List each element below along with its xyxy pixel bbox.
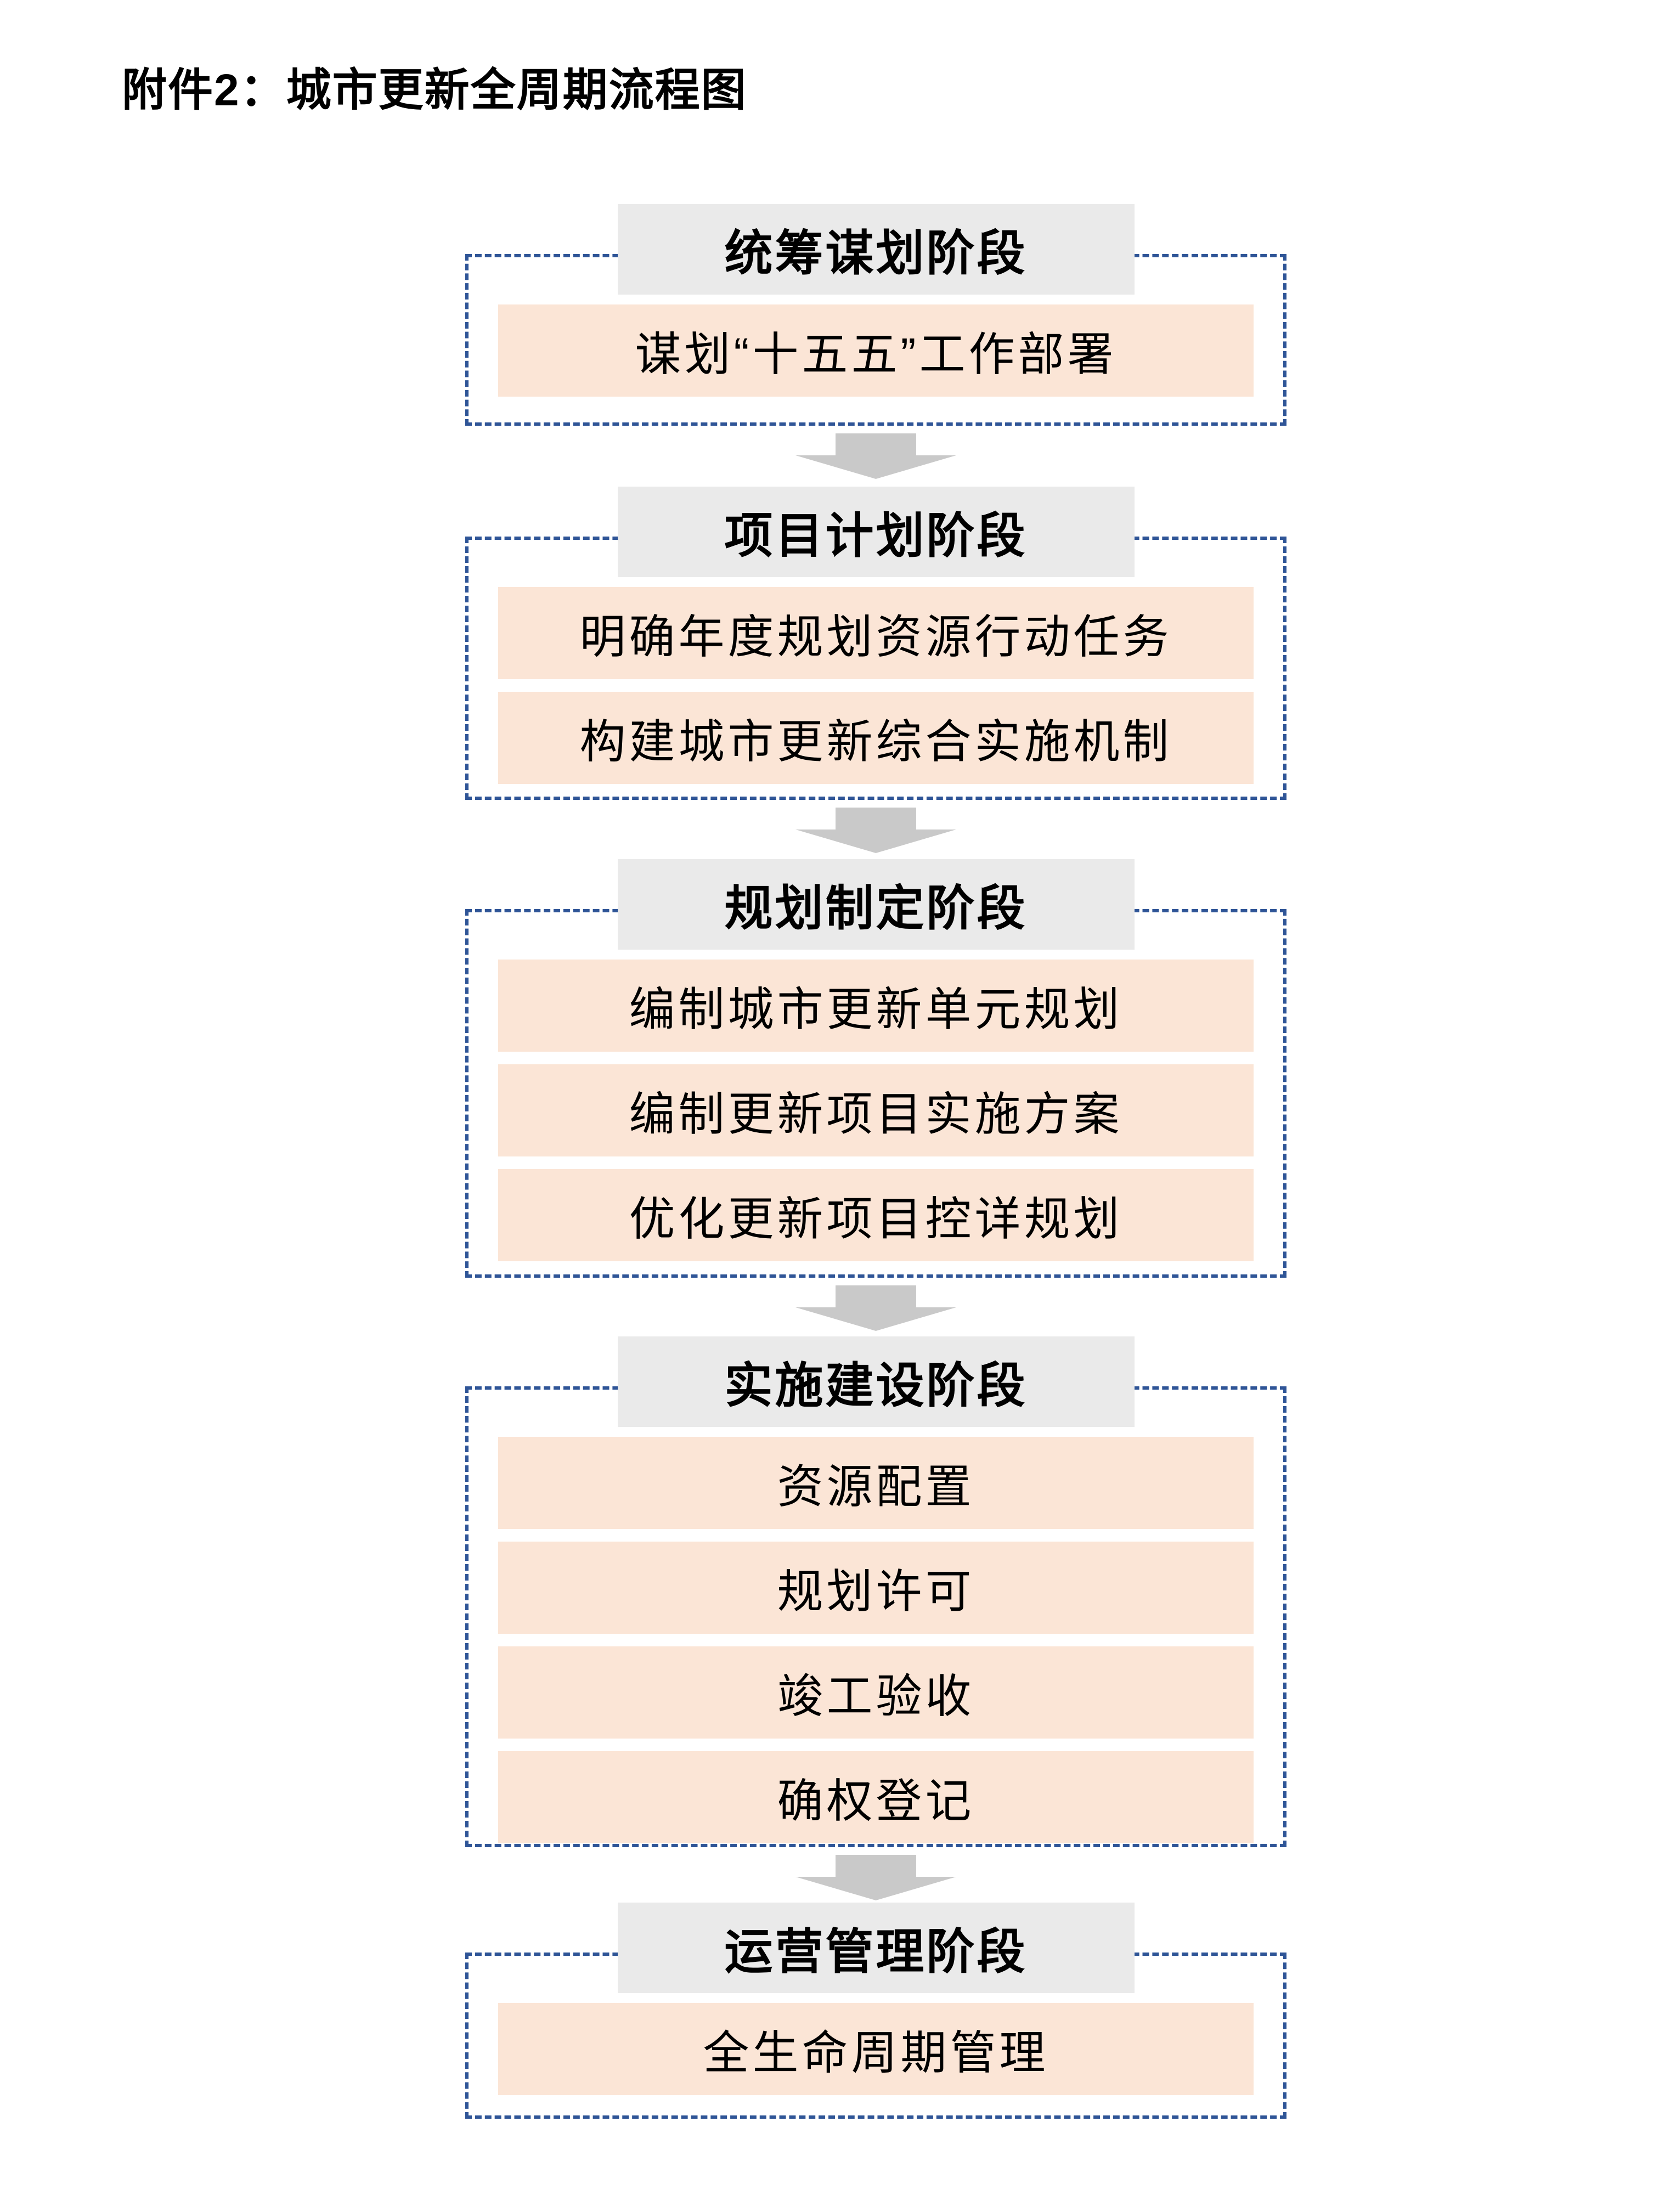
flow-step: 全生命周期管理 <box>498 2003 1254 2096</box>
stage-plan-formulation-header: 规划制定阶段 <box>617 859 1135 950</box>
flow-step: 构建城市更新综合实施机制 <box>498 692 1254 785</box>
flow-step: 编制更新项目实施方案 <box>498 1064 1254 1157</box>
flow-step: 资源配置 <box>498 1437 1254 1530</box>
stage-overall-planning: 统筹谋划阶段 谋划“十五五”工作部署 <box>465 204 1286 426</box>
flow-step: 优化更新项目控详规划 <box>498 1169 1254 1262</box>
stage-overall-planning-header: 统筹谋划阶段 <box>617 204 1135 295</box>
down-arrow-icon <box>795 808 956 854</box>
down-arrow-icon <box>795 1285 956 1331</box>
stage-plan-formulation: 规划制定阶段 编制城市更新单元规划 编制更新项目实施方案 优化更新项目控详规划 <box>465 859 1286 1278</box>
stage-implementation-construction-header: 实施建设阶段 <box>617 1336 1135 1427</box>
page-title: 附件2：城市更新全周期流程图 <box>122 65 747 115</box>
flowchart: 统筹谋划阶段 谋划“十五五”工作部署 项目计划阶段 明确年度规划资源行动任务 构… <box>465 204 1286 2119</box>
stage-project-planning: 项目计划阶段 明确年度规划资源行动任务 构建城市更新综合实施机制 <box>465 487 1286 800</box>
down-arrow-icon <box>795 1855 956 1901</box>
stage-project-planning-header: 项目计划阶段 <box>617 487 1135 578</box>
flow-step: 明确年度规划资源行动任务 <box>498 587 1254 680</box>
down-arrow-icon <box>795 433 956 479</box>
flow-step: 确权登记 <box>498 1751 1254 1844</box>
flow-step: 竣工验收 <box>498 1646 1254 1739</box>
flow-step: 谋划“十五五”工作部署 <box>498 304 1254 397</box>
stage-operation-management-header: 运营管理阶段 <box>617 1903 1135 1994</box>
flow-step: 规划许可 <box>498 1542 1254 1634</box>
stage-implementation-construction: 实施建设阶段 资源配置 规划许可 竣工验收 确权登记 <box>465 1336 1286 1848</box>
flow-step: 编制城市更新单元规划 <box>498 960 1254 1052</box>
stage-operation-management: 运营管理阶段 全生命周期管理 <box>465 1903 1286 2119</box>
